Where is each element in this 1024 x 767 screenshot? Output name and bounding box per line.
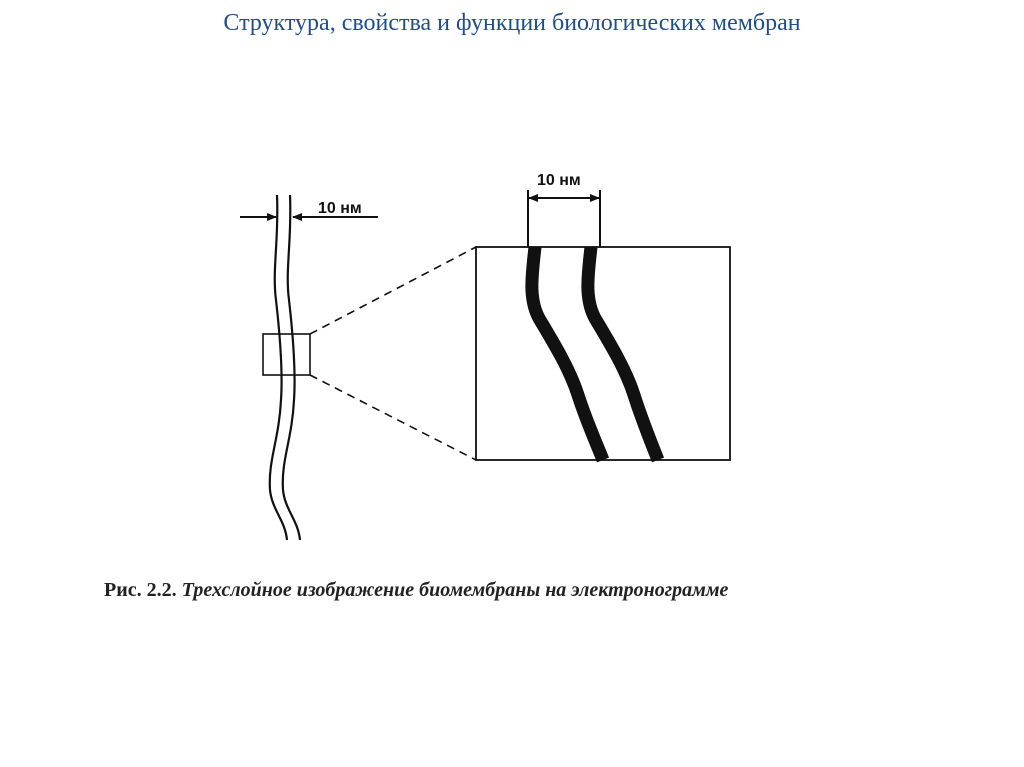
magnified-membrane-line-left (525, 246, 610, 463)
figure-caption: Рис. 2.2. Трехслойное изображение биомем… (104, 576, 924, 604)
figure-caption-text: Трехслойное изображение биомембраны на э… (181, 579, 729, 601)
zoom-projection-lines (309, 246, 477, 461)
large-dimension-label: 10 нм (537, 172, 581, 189)
large-dimension-marker (527, 190, 601, 247)
magnified-view-box (475, 246, 731, 461)
magnified-membrane (525, 246, 665, 463)
magnified-membrane-line-right (581, 246, 665, 463)
zoom-selection-box (262, 333, 311, 376)
figure-caption-label: Рис. 2.2. (104, 579, 177, 601)
small-membrane-line-right (281, 194, 302, 541)
small-dimension-label: 10 нм (318, 200, 362, 217)
small-membrane (268, 194, 302, 541)
slide-title: Структура, свойства и функции биологичес… (223, 10, 801, 36)
small-membrane-line-left (268, 194, 289, 541)
